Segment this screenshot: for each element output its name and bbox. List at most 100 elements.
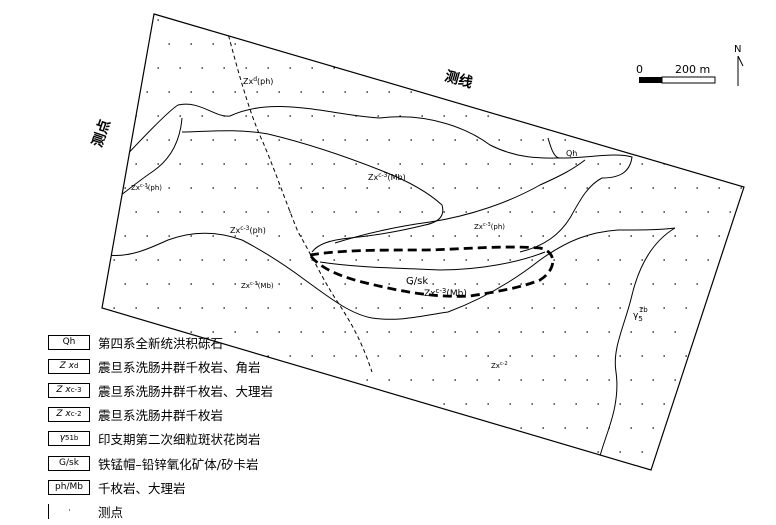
map-unit-label: Zxc-3(Mb)	[368, 172, 406, 182]
contact-line-qh	[547, 137, 561, 159]
contact-line-upper	[121, 103, 633, 253]
legend-symbol-text: Qh	[62, 337, 76, 347]
north-arrow-icon	[737, 55, 744, 86]
unit-suffix: (ph)	[250, 226, 266, 235]
unit-superscript: c-3	[240, 225, 249, 232]
legend-symbol-subscript: 5	[64, 434, 70, 442]
unit-superscript: c-3	[483, 222, 491, 228]
map-unit-label: Qh	[566, 149, 577, 158]
unit-superscript: d	[253, 76, 257, 83]
legend-label: 震旦系洗肠井群千枚岩、大理岩	[98, 383, 274, 399]
scale-start-label: 0	[636, 63, 643, 76]
north-arrow: N	[734, 44, 744, 86]
unit-superscript: c-2	[500, 361, 508, 367]
legend-item: Qh 第四系全新统洪积砾石	[48, 332, 223, 352]
unit-suffix: (ph)	[257, 77, 273, 86]
map-unit-label: Zxc-2	[491, 361, 508, 370]
unit-code: Zx	[243, 77, 253, 86]
contact-line-mb-lower	[111, 117, 183, 203]
legend-symbol-text: ·	[68, 506, 71, 516]
legend-symbol: Qh	[48, 334, 90, 350]
legend-symbol-text: Z x	[56, 409, 71, 419]
legend-item: G/sk 铁锰帽–铅锌氧化矿体/矽卡岩	[48, 453, 258, 473]
legend-item: · 测点	[48, 501, 123, 521]
legend-label: 印支期第二次细粒斑状花岗岩	[98, 431, 261, 447]
map-unit-label: Zxd(ph)	[243, 76, 273, 86]
north-label: N	[734, 44, 741, 55]
map-unit-label: γ51b	[633, 306, 648, 323]
unit-suffix: (Mb)	[446, 289, 467, 299]
map-unit-label: Zxc-3(Mb)	[424, 287, 467, 299]
legend-symbol-superscript: c-2	[70, 410, 82, 418]
unit-superscript: c-3	[378, 172, 387, 179]
legend-symbol-superscript: d	[73, 362, 79, 370]
legend-label: 测点	[98, 504, 124, 520]
unit-subscript: 5	[638, 315, 642, 323]
unit-superscript: 1b	[639, 306, 648, 314]
legend-label: 第四系全新统洪积砾石	[98, 335, 224, 351]
unit-code: Zx	[424, 289, 436, 299]
contact-line-southwest	[106, 227, 676, 320]
contact-line-mb-tongue	[181, 130, 444, 253]
unit-code: Zx	[131, 184, 140, 192]
legend-symbol-text: γ	[59, 433, 65, 443]
scale-end-label: 200 m	[675, 63, 710, 76]
unit-superscript: c-3	[436, 287, 447, 295]
unit-superscript: c-3	[250, 281, 258, 287]
legend-symbol-text: Z x	[59, 361, 74, 371]
survey-line-label: 测线	[443, 68, 475, 92]
contact-line-granite	[597, 227, 676, 469]
unit-code: Zx	[368, 173, 378, 182]
legend-symbol-text: G/sk	[59, 458, 79, 468]
legend-item: ph/Mb 千枚岩、大理岩	[48, 477, 186, 497]
unit-code: Zx	[241, 282, 250, 290]
map-unit-label: G/sk	[406, 276, 428, 287]
legend-symbol: G/sk	[48, 455, 90, 471]
legend-label: 铁锰帽–铅锌氧化矿体/矽卡岩	[98, 456, 259, 472]
scale-bar: 0 200 m	[636, 63, 716, 84]
ore-body-inner-contact	[319, 251, 546, 271]
scale-bar-white	[661, 76, 716, 84]
map-unit-label: Zxc-3(ph)	[131, 183, 162, 192]
scale-bar-black	[639, 77, 662, 83]
legend-symbol: ph/Mb	[48, 479, 90, 495]
ore-body-outline	[307, 245, 555, 298]
legend-label: 千枚岩、大理岩	[98, 480, 186, 496]
survey-point-label: 测点	[89, 117, 114, 149]
map-unit-label: Zxc-3(ph)	[474, 222, 505, 231]
unit-code: G/sk	[406, 276, 428, 287]
legend-symbol-text: ph/Mb	[55, 482, 83, 492]
unit-code: Zx	[491, 362, 500, 370]
unit-suffix: (Mb)	[388, 173, 406, 182]
legend-symbol-text: Z x	[56, 385, 71, 395]
legend-label: 震旦系洗肠井群千枚岩、角岩	[98, 359, 261, 375]
unit-suffix: (ph)	[148, 184, 163, 192]
map-unit-label: Zxc-3(ph)	[230, 225, 266, 235]
contact-line-mb-inner	[334, 159, 586, 244]
unit-suffix: (Mb)	[258, 282, 274, 290]
legend-symbol-superscript: 1b	[69, 434, 79, 442]
legend-symbol-superscript: c-3	[70, 386, 82, 394]
unit-code: Zx	[230, 226, 240, 235]
unit-code: Zx	[474, 223, 483, 231]
map-unit-labels: Zxd(ph)Zxc-3(ph)Zxc-3(Mb)Zxc-3(ph)Zxc-3(…	[131, 76, 648, 370]
map-unit-label: Zxc-3(Mb)	[241, 281, 274, 290]
fault-line	[224, 21, 373, 373]
unit-code: γ	[633, 311, 639, 321]
unit-superscript: c-3	[140, 183, 148, 189]
unit-suffix: (ph)	[491, 223, 506, 231]
legend-label: 震旦系洗肠井群千枚岩	[98, 407, 224, 423]
map-frame	[101, 13, 745, 471]
legend-symbol: ·	[48, 503, 90, 519]
unit-code: Qh	[566, 149, 577, 158]
